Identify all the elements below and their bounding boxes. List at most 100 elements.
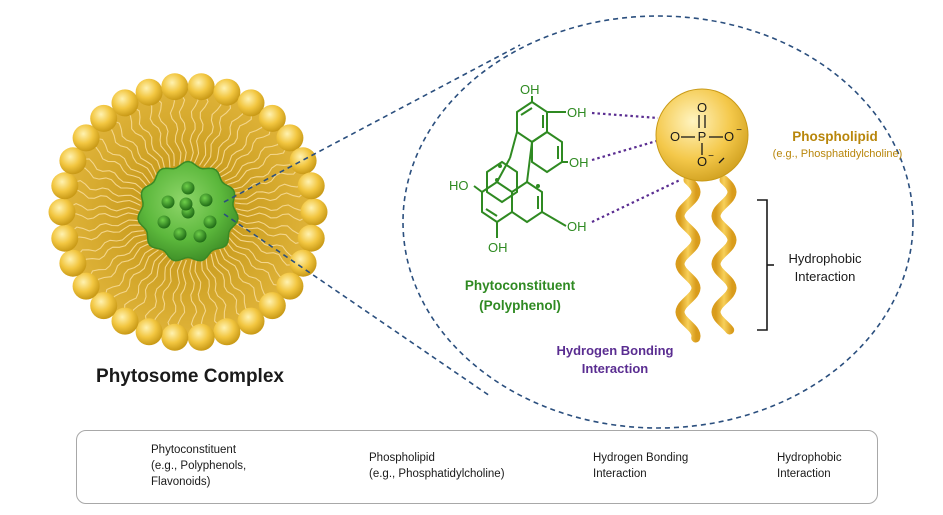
lipid-tail-right — [711, 175, 737, 335]
lipid-tail — [178, 93, 187, 165]
lipid-tail-left — [675, 175, 701, 343]
lipid-tail — [169, 94, 182, 165]
bond — [541, 211, 567, 227]
phospholipid-label: Phospholipid — [792, 129, 878, 144]
lipid-tail — [133, 106, 166, 171]
bond — [509, 131, 518, 159]
lipid-tail — [73, 180, 142, 202]
bond — [496, 157, 511, 183]
lipid-head — [237, 89, 265, 117]
lipid-tail — [228, 237, 287, 278]
phytoconstituent-label-line1: Phytoconstituent — [464, 278, 576, 293]
lipid-tail — [156, 97, 175, 167]
legend-phytoconstituent-text: Phytoconstituent (e.g., Polyphenols, Fla… — [151, 442, 246, 490]
lipid-tail — [177, 259, 187, 331]
lipid-head — [237, 307, 265, 335]
polyphenol-molecule — [473, 96, 568, 238]
lipid-tail — [71, 219, 141, 232]
oh-top-label: OH — [520, 82, 540, 97]
lipid-tail — [89, 146, 148, 187]
hydrogen-bonding-label: Hydrogen Bonding Interaction — [540, 342, 690, 378]
legend-hydro-line1: Hydrophobic — [777, 452, 842, 464]
legend-phyto-line1: Phytoconstituent — [151, 444, 237, 456]
lipid-tail — [235, 192, 305, 205]
lipid-head — [297, 172, 325, 200]
hydrophobic-label-line1: Hydrophobic — [788, 251, 862, 266]
ho-left-label: HO — [449, 178, 469, 193]
lipid-head — [213, 318, 241, 346]
lipid-tail — [231, 231, 294, 266]
legend-phyto-line2: (e.g., Polyphenols, — [151, 460, 247, 472]
minus-right: − — [736, 125, 742, 136]
phytosome-sphere — [48, 73, 328, 351]
lipid-tail — [146, 101, 171, 168]
p-atom: P — [698, 129, 707, 144]
phytoconstituent-label-line2: (Polyphenol) — [479, 298, 561, 313]
lipid-tail — [124, 112, 162, 173]
lipid-tail — [201, 257, 220, 327]
o-left-atom: O — [670, 129, 680, 144]
legend-hbond-text: Hydrogen Bonding Interaction — [593, 450, 688, 482]
lipid-tails — [69, 93, 307, 331]
lipid-tail — [77, 230, 144, 256]
bond — [473, 185, 483, 193]
lipid-tail — [104, 246, 156, 297]
lipid-tail — [235, 212, 307, 222]
hydrogen-bonds — [591, 111, 681, 223]
bond — [520, 107, 533, 116]
core-particle — [179, 197, 193, 211]
hydrogen-bonding-label-line1: Hydrogen Bonding — [556, 343, 674, 358]
lipid-head — [297, 224, 325, 252]
lipid-head — [90, 292, 118, 320]
phospholipid-molecule: O O P O O − − — [655, 88, 749, 343]
lipid-head — [289, 147, 317, 175]
lipid-tail — [210, 253, 243, 318]
lipid-tail — [189, 93, 199, 165]
lipid-head — [59, 147, 87, 175]
lipid-tail — [222, 245, 271, 297]
radical-dot — [498, 164, 502, 168]
legend-hbond-line2: Interaction — [593, 468, 647, 480]
legend-phos-line1: Phospholipid — [369, 452, 435, 464]
lipid-head — [48, 198, 76, 226]
legend-hydrophobic-text: Hydrophobic Interaction — [777, 450, 842, 482]
lipid-tail — [208, 107, 244, 170]
phytoconstituent-core — [137, 160, 239, 262]
lipid-tail — [232, 227, 298, 257]
lipid-tail — [154, 258, 177, 326]
lipid-heads — [48, 73, 328, 351]
core-particle — [181, 181, 195, 195]
lipid-tail — [235, 218, 305, 235]
lipid-head — [258, 104, 286, 132]
zoom-callout — [223, 15, 914, 429]
lipid-tail — [112, 249, 159, 304]
bracket-line — [757, 199, 768, 331]
legend-phos-line2: (e.g., Phosphatidylcholine) — [369, 468, 505, 480]
core-particle — [193, 229, 207, 243]
phosphate-head — [655, 88, 749, 182]
lipid-head — [135, 318, 163, 346]
lipid-head — [289, 249, 317, 277]
lipid-head — [276, 124, 304, 152]
lipid-tail — [95, 242, 152, 286]
o-right-atom: O — [724, 129, 734, 144]
lipid-tail — [217, 120, 264, 175]
bond — [526, 141, 533, 183]
lipid-head — [161, 323, 189, 351]
lipid-tail — [105, 127, 154, 179]
lipid-tail — [82, 234, 146, 266]
lipid-tail — [212, 112, 253, 172]
lipid-tail — [230, 158, 294, 190]
bond — [718, 157, 725, 164]
lipid-head — [187, 323, 215, 351]
lipid-tail — [224, 138, 281, 182]
lipid-head — [51, 224, 79, 252]
core-particle — [203, 215, 217, 229]
core-particle — [157, 215, 171, 229]
core-particle — [199, 193, 213, 207]
lipid-tail — [167, 259, 183, 329]
hydrogen-bond-line — [591, 111, 659, 120]
lipid-tail — [203, 101, 232, 167]
lipid-head — [187, 73, 215, 101]
core-particle — [161, 195, 175, 209]
